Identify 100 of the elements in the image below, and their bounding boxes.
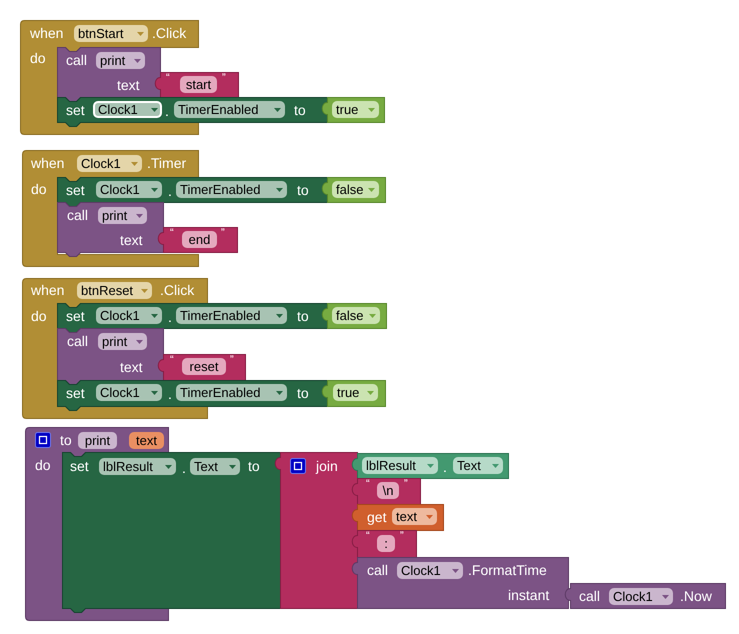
quote-mark: ” <box>222 73 226 84</box>
string-block <box>156 227 237 252</box>
keyword-label: to <box>297 308 309 324</box>
keyword-label: set <box>66 308 85 324</box>
dropdown: print <box>98 333 147 350</box>
text-field: \n <box>377 482 399 499</box>
event-name-label: .Timer <box>147 155 186 171</box>
input-label: instant <box>508 587 550 603</box>
keyword-label: set <box>70 458 89 474</box>
boolean-block <box>320 380 385 406</box>
setter-block <box>57 97 327 126</box>
keyword-label: call <box>367 562 388 578</box>
text-field: : <box>377 535 395 552</box>
boolean-block <box>320 303 386 328</box>
dropdown: Clock1 <box>96 181 162 198</box>
dropdown: Clock1 <box>96 384 162 401</box>
text-field: end <box>182 231 217 248</box>
dropdown: text <box>392 508 437 525</box>
boolean-block <box>320 97 384 122</box>
procedure-call-block <box>57 202 163 256</box>
dropdown: Clock1 <box>397 562 463 579</box>
keyword-label: call <box>579 588 600 604</box>
dropdown: Clock1 <box>609 588 673 605</box>
quote-mark: ” <box>230 355 234 366</box>
keyword-label: to <box>294 102 306 118</box>
keyword-label: join <box>316 458 338 474</box>
variable-getter-block <box>350 504 443 530</box>
text-field: reset <box>182 358 226 375</box>
dropdown: TimerEnabled <box>176 181 287 198</box>
dropdown: true <box>333 384 378 401</box>
input-label: text <box>120 232 143 248</box>
keyword-label: when <box>31 155 64 171</box>
parameter-field: text <box>129 432 164 449</box>
keyword-label: set <box>66 385 85 401</box>
setter-block <box>57 380 327 410</box>
string-block <box>350 530 416 557</box>
boolean-block <box>320 177 385 202</box>
dropdown: Clock1 <box>96 307 162 324</box>
procedure-call-block <box>57 328 163 384</box>
keyword-label: call <box>66 52 88 68</box>
setter-block <box>62 452 280 612</box>
keyword-label: to <box>60 432 72 448</box>
dropdown: btnStart <box>74 25 148 42</box>
text-field: start <box>180 76 217 93</box>
quote-mark: “ <box>166 73 170 84</box>
dropdown: lblResult <box>99 458 176 475</box>
dot-label: . <box>165 103 169 119</box>
dot-label: . <box>168 309 172 325</box>
quote-mark: “ <box>170 228 174 239</box>
setter-block <box>57 303 327 332</box>
event-name-label: .Click <box>152 25 186 41</box>
quote-mark: ” <box>404 479 408 490</box>
name-field: print <box>78 432 117 449</box>
input-label: text <box>120 359 143 375</box>
dropdown: Clock1 <box>77 155 142 172</box>
dropdown: lblResult <box>362 457 438 474</box>
dropdown: print <box>98 207 147 224</box>
method-call-block <box>350 557 568 608</box>
keyword-label: to <box>248 458 260 474</box>
method-name-label: .Now <box>680 588 712 604</box>
dropdown: print <box>96 52 145 69</box>
dropdown: false <box>332 181 379 198</box>
method-call-block <box>563 583 725 608</box>
keyword-label: call <box>67 333 88 349</box>
keyword-label: get <box>367 509 386 525</box>
dropdown: btnReset <box>77 282 152 299</box>
property-getter-block <box>350 453 508 478</box>
quote-mark: “ <box>170 355 174 366</box>
dot-label: . <box>443 459 447 475</box>
quote-mark: “ <box>366 479 370 490</box>
quote-mark: ” <box>221 228 225 239</box>
event-name-label: .Click <box>160 282 194 298</box>
dropdown: Text <box>190 458 240 475</box>
dropdown: TimerEnabled <box>176 307 287 324</box>
string-block <box>153 72 238 97</box>
dropdown: Text <box>453 457 503 474</box>
string-block <box>156 354 245 380</box>
dropdown: true <box>332 101 379 118</box>
dropdown: TimerEnabled <box>176 384 287 401</box>
dot-label: . <box>182 460 186 476</box>
keyword-label: do <box>31 308 47 324</box>
keyword-label: do <box>31 181 47 197</box>
dot-label: . <box>168 386 172 402</box>
setter-block <box>57 177 327 206</box>
join-block <box>273 452 357 608</box>
dropdown: Clock1 <box>93 101 162 118</box>
input-label: text <box>117 77 140 93</box>
quote-mark: “ <box>366 531 370 542</box>
keyword-label: to <box>297 385 309 401</box>
keyword-label: set <box>66 182 85 198</box>
dropdown: false <box>332 307 380 324</box>
dropdown: TimerEnabled <box>174 101 285 118</box>
quote-mark: ” <box>400 531 404 542</box>
keyword-label: set <box>66 102 85 118</box>
procedure-call-block <box>57 47 160 101</box>
keyword-label: call <box>67 207 88 223</box>
method-name-label: .FormatTime <box>468 562 547 578</box>
keyword-label: do <box>35 457 51 473</box>
keyword-label: to <box>297 182 309 198</box>
keyword-label: when <box>30 25 64 41</box>
